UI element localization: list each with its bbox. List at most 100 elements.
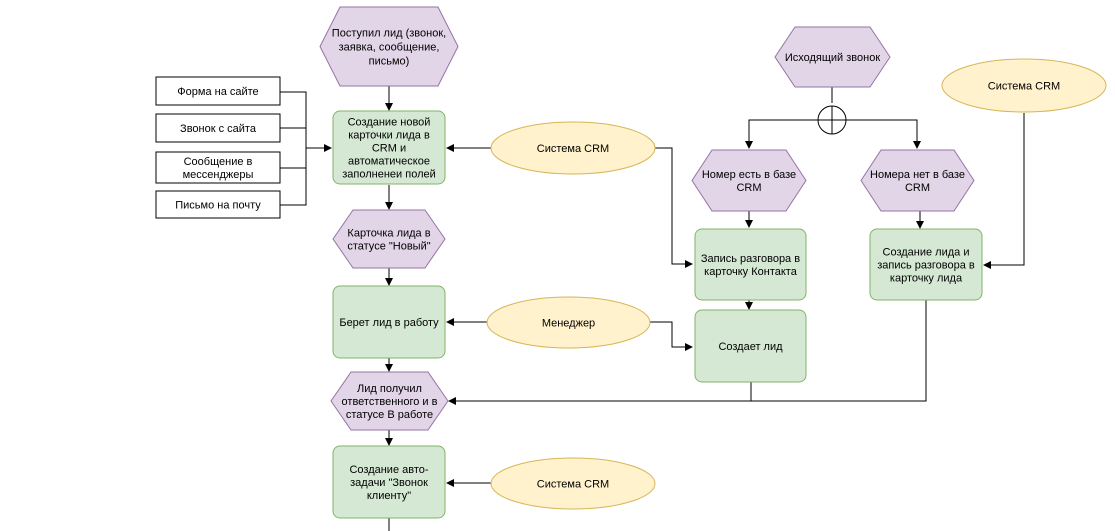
node-label-line: задачи "Звонок — [350, 477, 428, 489]
node-shape — [330, 371, 449, 431]
node-label-line: карточку лида — [890, 273, 963, 285]
node-label-line: Создает лид — [718, 341, 783, 353]
node-shape — [486, 296, 651, 349]
node-shape — [155, 76, 281, 106]
node-label-line: Берет лид в работу — [339, 317, 439, 329]
node-label-line: Создание авто- — [349, 464, 428, 476]
node-call-site: Звонок с сайта — [155, 113, 281, 143]
node-label-line: автоматическое — [348, 156, 430, 168]
node-label: Менеджер — [542, 318, 595, 330]
node-label-line: Создание лида и — [883, 247, 970, 259]
node-label-line: CRM — [905, 182, 930, 194]
node-label: Звонок с сайта — [180, 123, 257, 135]
node-shape — [860, 149, 975, 212]
node-label-line: ответственного и в — [342, 396, 438, 408]
node-shape — [869, 228, 983, 301]
node-label-line: Форма на сайте — [177, 86, 258, 98]
node-label-line: клиенту" — [367, 490, 411, 502]
node-shape — [490, 121, 656, 175]
edge-junction-right — [846, 119, 921, 149]
edge-junction-left — [745, 119, 818, 149]
node-shape — [332, 285, 446, 359]
node-create-lead-manager: Создает лид — [694, 309, 807, 383]
edge-call-site — [280, 127, 307, 148]
node-label-line: Номера нет в базе — [870, 169, 965, 181]
node-label-line: мессенджеры — [183, 169, 254, 181]
node-label-line: CRM — [736, 182, 761, 194]
node-label: Берет лид в работу — [339, 317, 439, 329]
nodes: Поступил лид (звонок, заявка, сообщение, п… — [155, 6, 1107, 519]
node-label-line: Письмо на почту — [175, 200, 261, 212]
node-label-line: письмо) — [369, 56, 410, 68]
node-label-line: Запись разговора в — [701, 253, 800, 265]
node-shape — [332, 209, 446, 269]
node-shape — [691, 149, 807, 212]
node-label-line: Система CRM — [988, 81, 1060, 93]
node-label-line: Исходящий звонок — [785, 52, 881, 64]
node-crm-1: Система CRM — [490, 121, 656, 175]
node-shape — [332, 445, 446, 519]
edge-create-lead-to-responsible — [448, 382, 752, 405]
node-label-line: Создание новой — [348, 117, 431, 129]
node-shape — [774, 26, 891, 88]
node-crm-3: Система CRM — [490, 457, 656, 510]
node-shape — [694, 309, 807, 383]
node-email: Письмо на почту — [155, 190, 281, 219]
node-label-line: Звонок с сайта — [180, 123, 257, 135]
node-label: Форма на сайте — [177, 86, 258, 98]
connectors — [280, 86, 1025, 531]
node-label: Письмо на почту — [175, 200, 261, 212]
edge-messenger — [280, 148, 307, 169]
node-label-line: статусе "Новый" — [347, 241, 430, 253]
node-form-site: Форма на сайте — [155, 76, 281, 106]
node-crm-2: Система CRM — [941, 58, 1107, 113]
node-label-line: CRM и — [372, 143, 406, 155]
node-shape — [694, 228, 807, 301]
node-label-line: Система CRM — [537, 143, 609, 155]
node-take-lead: Берет лид в работу — [332, 285, 446, 359]
node-outgoing-call: Исходящий звонок — [774, 26, 891, 88]
node-shape — [155, 151, 281, 184]
node-label-line: Поступил лид (звонок, — [332, 28, 446, 40]
node-label-line: Менеджер — [542, 318, 595, 330]
edge-email — [280, 148, 307, 206]
node-label: Система CRM — [988, 81, 1060, 93]
node-label-line: статусе В работе — [346, 409, 433, 421]
node-lead-received: Поступил лид (звонок, заявка, сообщение, п… — [319, 6, 459, 87]
node-label-line: Лид получил — [357, 383, 422, 395]
node-label-line: Карточка лида в — [347, 228, 430, 240]
node-label-line: заполненеи полей — [342, 169, 436, 181]
edge-crm2-to-create-record — [983, 113, 1025, 269]
node-shape — [155, 190, 281, 219]
node-label-line: запись разговора в — [877, 260, 975, 272]
edge-crm1-to-record-contact — [655, 147, 693, 268]
node-shape — [490, 457, 656, 510]
node-label: Поступил лид (звонок, заявка, сообщение, п… — [332, 28, 446, 68]
node-label-line: Номер есть в базе — [702, 169, 796, 181]
node-manager: Менеджер — [486, 296, 651, 349]
node-label-line: карточку Контакта — [704, 266, 798, 278]
xor-junction — [817, 105, 847, 135]
node-label: Создает лид — [718, 341, 783, 353]
node-label: Система CRM — [537, 479, 609, 491]
node-label-line: Сообщение в — [184, 156, 253, 168]
node-shape — [332, 110, 446, 185]
node-label-line: заявка, сообщение, — [339, 42, 440, 54]
edge-manager-to-create-lead — [650, 321, 693, 351]
